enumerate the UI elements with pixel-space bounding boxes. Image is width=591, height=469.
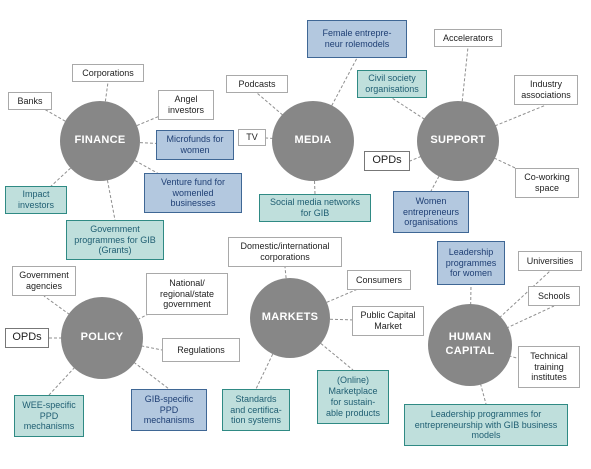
accelerators-node: Accelerators (434, 29, 502, 47)
venture-fund-node: Venture fund for womenled businesses (144, 173, 242, 213)
corporations-node: Corporations (72, 64, 144, 82)
opds-policy-node: OPDs (5, 328, 49, 348)
support-hub: SUPPORT (417, 101, 499, 181)
leadership-gib-node: Leadership programmes for entrepreneursh… (404, 404, 568, 446)
gib-ppd-node: GIB-specific PPD mechanisms (131, 389, 207, 431)
opds-support-node: OPDs (364, 151, 410, 171)
gov-agencies-node: Government agencies (12, 266, 76, 296)
standards-node: Standards and certifica- tion systems (222, 389, 290, 431)
connector-line (99, 140, 116, 221)
podcasts-node: Podcasts (226, 75, 288, 93)
universities-node: Universities (518, 251, 582, 271)
civil-society-node: Civil society organisations (357, 70, 427, 98)
banks-node: Banks (8, 92, 52, 110)
coworking-node: Co-working space (515, 168, 579, 198)
schools-node: Schools (528, 286, 580, 306)
social-media-node: Social media networks for GIB (259, 194, 371, 222)
regulations-node: Regulations (162, 338, 240, 362)
angel-investors-node: Angel investors (158, 90, 214, 120)
consumers-node: Consumers (347, 270, 411, 290)
connector-line (289, 317, 354, 371)
online-marketplace-node: (Online) Marketplace for sustain- able p… (317, 370, 389, 424)
domestic-corporations-node: Domestic/international corporations (228, 237, 342, 267)
markets-hub: MARKETS (250, 278, 330, 358)
finance-hub: FINANCE (60, 101, 140, 181)
technical-training-node: Technical training institutes (518, 346, 580, 388)
tv-node: TV (238, 129, 266, 146)
media-hub: MEDIA (272, 101, 354, 181)
connector-line (430, 140, 459, 192)
public-capital-market-node: Public Capital Market (352, 306, 424, 336)
national-government-node: National/ regional/state government (146, 273, 228, 315)
connector-line (391, 97, 459, 142)
microfunds-node: Microfunds for women (156, 130, 234, 160)
wee-ppd-node: WEE-specific PPD mechanisms (14, 395, 84, 437)
connector-line (255, 317, 291, 390)
leadership-women-node: Leadership programmes for women (437, 241, 505, 285)
connector-line (101, 337, 170, 390)
female-rolemodels-node: Female entrepre- neur rolemodels (307, 20, 407, 58)
connector-line (469, 270, 551, 346)
impact-investors-node: Impact investors (5, 186, 67, 214)
women-entrepreneurs-orgs-node: Women entrepreneurs organisations (393, 191, 469, 233)
policy-hub: POLICY (61, 297, 143, 379)
industry-associations-node: Industry associations (514, 75, 578, 105)
human-capital-hub: HUMAN CAPITAL (428, 304, 512, 386)
gov-programmes-gib-node: Government programmes for GIB (Grants) (66, 220, 164, 260)
